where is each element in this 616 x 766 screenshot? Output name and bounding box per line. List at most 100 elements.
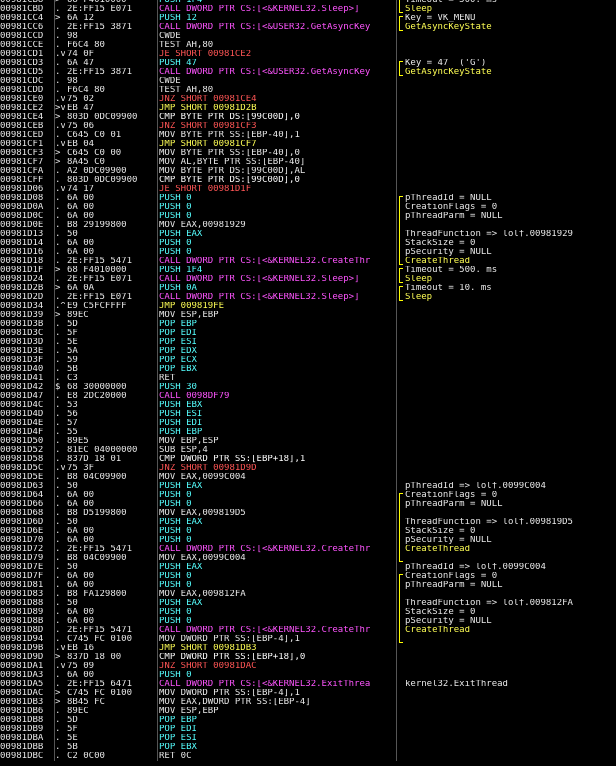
instruction-cell: PUSH 0 <box>159 491 192 500</box>
jump-marker: > <box>55 653 61 662</box>
instruction-cell: MOV DWORD PTR SS:[EBP-4],1 <box>159 689 300 698</box>
jump-marker: . <box>55 257 61 266</box>
address-cell: 00981CC6 <box>0 23 44 32</box>
instruction-cell: MOV BYTE PTR SS:[EBP-40],0 <box>159 149 300 158</box>
instruction-cell: MOV ESP,EBP <box>159 707 219 716</box>
jump-marker: . <box>55 329 61 338</box>
jump-marker: . <box>55 293 61 302</box>
instruction-cell: MOV BYTE PTR DS:[99C00D],AL <box>159 167 306 176</box>
hex-bytes-cell: 6A 47 <box>67 59 95 68</box>
address-cell: 00981D0E <box>0 221 44 230</box>
hex-bytes-cell: 75 02 <box>67 95 95 104</box>
instruction-cell: MOV EAX,0099C004 <box>159 554 246 563</box>
